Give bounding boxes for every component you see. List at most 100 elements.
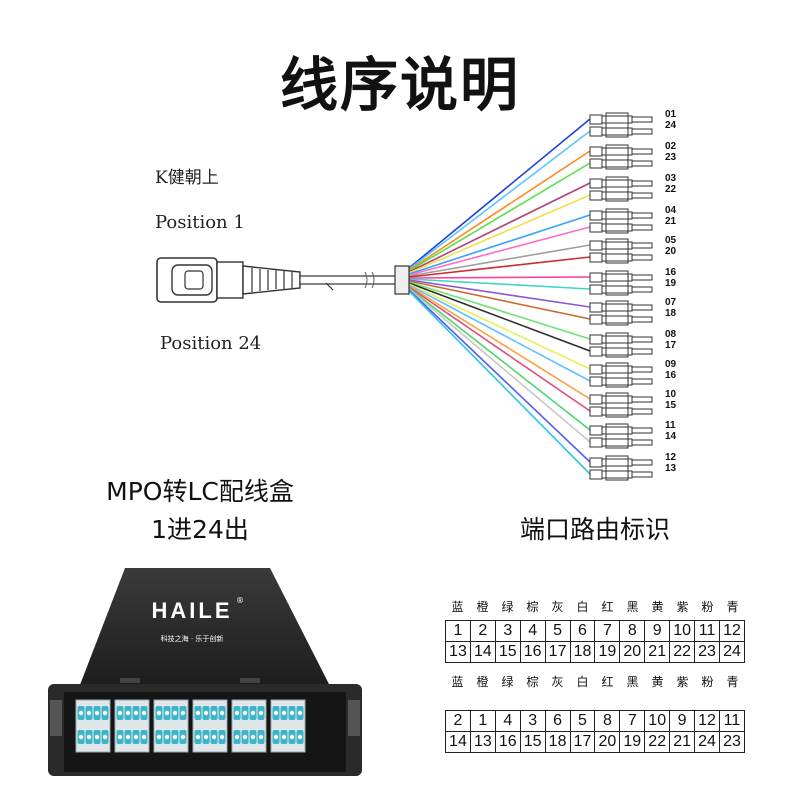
port-cell: 2 [445,710,471,732]
port-cell: 15 [519,731,546,753]
color-header: 蓝 [451,675,464,689]
lc-duplex-connector-5 [589,238,653,264]
page-title: 线序说明 [279,51,520,119]
fiber-11 [408,276,591,279]
registered-mark: ® [236,596,244,605]
port-cell: 18 [569,641,596,663]
port-cell: 16 [494,731,521,753]
lc-adapter-3 [153,699,189,753]
lc-port-array [75,699,306,753]
fiber-23 [408,289,591,463]
port-cell: 22 [644,731,671,753]
fiber-20 [408,286,591,412]
color-header: 黑 [626,675,639,689]
color-header: 红 [601,600,614,614]
port-cell: 12 [718,620,746,642]
lc-duplex-connector-3 [589,176,653,202]
port-cell: 6 [569,620,596,642]
lc-duplex-connector-2 [589,144,653,170]
lc-duplex-connector-8 [589,332,653,358]
port-cell: 22 [669,641,696,663]
fiber-7 [408,214,591,275]
lc-duplex-connector-12 [589,455,653,481]
fiber-4 [408,162,591,272]
color-header: 紫 [676,600,689,614]
lc-duplex-connector-9 [589,362,653,388]
port-cell: 1 [469,710,496,732]
port-cell: 3 [519,710,546,732]
port-cell: 24 [718,641,746,663]
port-cell: 23 [694,641,720,663]
lc-duplex-connector-10 [589,392,653,418]
port-cell: 14 [469,641,496,663]
port-cell: 15 [494,641,521,663]
port-cell: 19 [594,641,621,663]
port-cell: 3 [494,620,521,642]
fiber-18 [408,284,591,382]
port-cell: 8 [619,620,646,642]
color-header: 橙 [476,675,489,689]
port-cell: 21 [644,641,671,663]
position-24-label: Position 24 [160,333,262,354]
port-cell: 18 [544,731,571,753]
fiber-22 [408,288,591,443]
color-header: 紫 [676,675,689,689]
product-caption-line1: MPO转LC配线盒 [106,477,294,506]
color-header: 橙 [476,600,489,614]
port-cell: 23 [718,731,746,753]
lc-duplex-connector-7 [589,300,653,326]
orientation-label: K健朝上 [155,168,219,188]
lc-duplex-connector-4 [589,208,653,234]
fiber-24 [408,290,591,475]
color-header: 粉 [701,675,714,689]
color-header: 蓝 [451,600,464,614]
lc-adapter-1 [75,699,111,753]
port-cell: 9 [644,620,671,642]
brand-slogan: 科技之海 · 乐于创新 [160,635,224,643]
lc-adapter-6 [270,699,306,753]
color-header: 黄 [651,675,664,689]
color-header: 棕 [526,600,539,614]
color-header: 红 [601,675,614,689]
fiber-17 [408,283,591,370]
color-header: 白 [576,675,589,689]
lc-duplex-connector-6 [589,270,653,296]
fiber-19 [408,285,591,400]
color-header-row-1: 蓝橙绿棕灰白红黑黄紫粉青 [445,598,745,615]
fiber-16 [408,282,591,352]
port-cell: 4 [494,710,521,732]
color-header: 青 [726,600,739,614]
mpo-connector-icon [156,257,410,303]
port-cell: 17 [544,641,571,663]
fiber-21 [408,287,591,431]
port-cell: 20 [594,731,621,753]
port-cell: 13 [445,641,471,663]
fiber-10 [408,256,591,278]
port-cell: 8 [594,710,621,732]
fiber-6 [408,194,591,274]
fiber-15 [408,281,591,340]
port-cell: 16 [519,641,546,663]
port-cell: 6 [544,710,571,732]
port-cell: 12 [694,710,720,732]
fiber-1 [408,118,591,269]
fiber-3 [408,150,591,271]
port-cell: 11 [718,710,746,732]
port-cell: 21 [669,731,696,753]
port-cell: 7 [619,710,646,732]
color-header-row-2: 蓝橙绿棕灰白红黑黄紫粉青 [445,673,745,690]
lc-duplex-connector-11 [589,423,653,449]
lc-connectors [589,112,653,481]
lc-adapter-2 [114,699,150,753]
